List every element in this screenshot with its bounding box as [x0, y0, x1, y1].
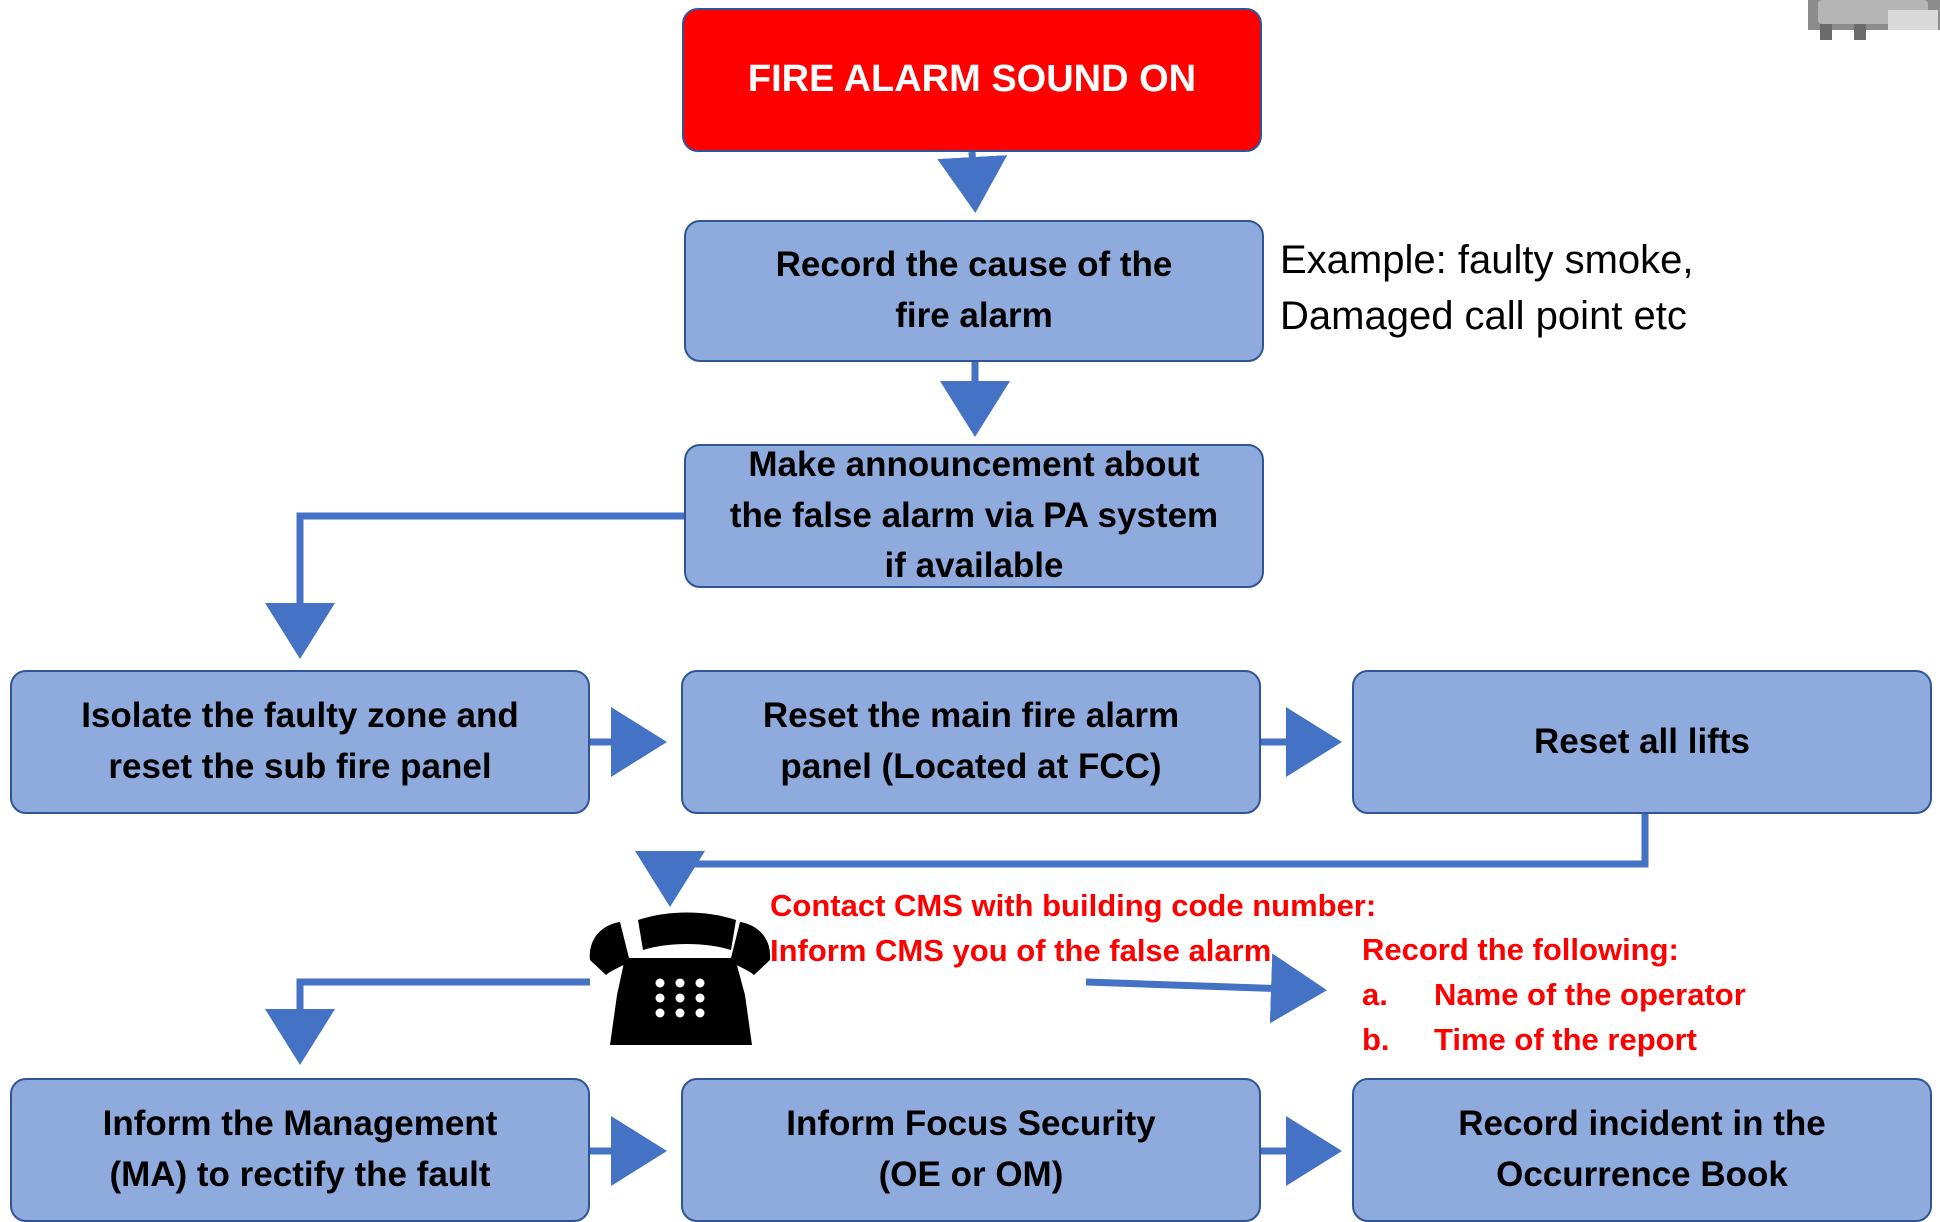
isolate-zone-line-1: Isolate the faulty zone and	[81, 696, 519, 736]
telephone-icon	[589, 912, 771, 1045]
record-cause-box: Record the cause of the fire alarm	[684, 220, 1264, 362]
reset-main-panel-line-2: panel (Located at FCC)	[780, 747, 1162, 786]
isolate-zone-box: Isolate the faulty zone and reset the su…	[10, 670, 590, 814]
record-incident-box: Record incident in the Occurrence Book	[1352, 1078, 1932, 1222]
inform-security-line-2: (OE or OM)	[878, 1155, 1064, 1194]
arrow-lifts-to-phone	[635, 814, 1649, 907]
reset-lifts-box: Reset all lifts	[1352, 670, 1932, 814]
list-text: Time of the report	[1434, 1021, 1697, 1057]
list-item: b. Time of the report	[1362, 1018, 1746, 1063]
record-incident-line-2: Occurrence Book	[1496, 1155, 1788, 1194]
arrow-announcement-to-isolate	[265, 512, 684, 659]
record-following-note: Record the following: a. Name of the ope…	[1362, 928, 1746, 1063]
contact-cms-line-1: Contact CMS with building code number:	[770, 888, 1377, 923]
record-following-heading: Record the following:	[1362, 932, 1679, 967]
contact-cms-note: Contact CMS with building code number: I…	[770, 884, 1376, 974]
reset-main-panel-box: Reset the main fire alarm panel (Located…	[681, 670, 1261, 814]
inform-security-line-1: Inform Focus Security	[786, 1104, 1156, 1144]
announcement-line-3: if available	[884, 546, 1064, 586]
example-note-line-1: Example: faulty smoke,	[1280, 238, 1694, 282]
fire-alarm-box: FIRE ALARM SOUND ON	[682, 8, 1262, 152]
isolate-zone-line-2: reset the sub fire panel	[108, 747, 492, 786]
inform-management-line-2: (MA) to rectify the fault	[109, 1155, 491, 1194]
record-incident-line-1: Record incident in the	[1458, 1104, 1826, 1144]
inform-management-line-1: Inform the Management	[102, 1104, 498, 1144]
announcement-line-2: the false alarm via PA system	[729, 495, 1219, 535]
inform-management-box: Inform the Management (MA) to rectify th…	[10, 1078, 590, 1222]
arrow-alarm-to-record	[937, 151, 1008, 213]
fire-alarm-label: FIRE ALARM SOUND ON	[747, 58, 1197, 101]
inform-security-box: Inform Focus Security (OE or OM)	[681, 1078, 1261, 1222]
example-note: Example: faulty smoke, Damaged call poin…	[1280, 232, 1694, 344]
list-item: a. Name of the operator	[1362, 973, 1746, 1018]
arrow-phone-to-management	[265, 978, 590, 1065]
record-cause-line-1: Record the cause of the	[775, 245, 1173, 285]
arrow-cms-to-record-list	[1085, 953, 1327, 1024]
reset-main-panel-line-1: Reset the main fire alarm	[762, 696, 1180, 736]
record-cause-line-2: fire alarm	[895, 296, 1053, 335]
example-note-line-2: Damaged call point etc	[1280, 294, 1687, 338]
announcement-line-1: Make announcement about	[748, 444, 1200, 484]
announcement-box: Make announcement about the false alarm …	[684, 444, 1264, 588]
list-marker: a.	[1362, 976, 1388, 1012]
contact-cms-line-2: Inform CMS you of the false alarm	[770, 932, 1272, 968]
device-photo-fragment	[1808, 0, 1940, 40]
list-text: Name of the operator	[1434, 976, 1746, 1012]
list-marker: b.	[1362, 1021, 1390, 1057]
reset-lifts-label: Reset all lifts	[1534, 721, 1750, 761]
